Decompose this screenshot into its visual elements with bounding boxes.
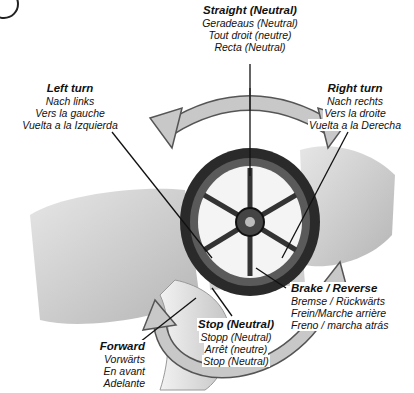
label-text: Geradeaus (Neutral) bbox=[201, 17, 299, 29]
label-text: Tout droit (neutre) bbox=[207, 29, 292, 41]
label-text: Stop (Neutral) bbox=[197, 318, 275, 331]
label-text: Nach links bbox=[45, 95, 95, 107]
label-text: Freno / marcha atrás bbox=[290, 319, 389, 331]
label-text: Vers la droite bbox=[323, 107, 386, 119]
label-text: Left turn bbox=[46, 82, 95, 95]
label-text: Adelante bbox=[103, 377, 146, 389]
label-text: Nach rechts bbox=[326, 95, 384, 107]
label-text: Vorwärts bbox=[103, 353, 146, 365]
label-text: Brake / Reverse bbox=[290, 282, 378, 295]
label-text: Vuelta a la Izquierda bbox=[21, 119, 119, 131]
label-text: Straight (Neutral) bbox=[202, 4, 298, 17]
label-text: Vuelta a la Derecha bbox=[308, 119, 402, 131]
label-text: Recta (Neutral) bbox=[213, 41, 286, 53]
label-text: Arrêt (neutre) bbox=[204, 343, 268, 355]
callout-circle bbox=[0, 0, 18, 18]
label-text: Frein/Marche arrière bbox=[290, 307, 387, 319]
label-text: Vers la gauche bbox=[34, 107, 106, 119]
label-text: Right turn bbox=[327, 82, 384, 95]
label-text: Forward bbox=[99, 340, 146, 353]
label-text: Stopp (Neutral) bbox=[199, 331, 272, 343]
label-text: Bremse / Rückwärts bbox=[290, 295, 386, 307]
label-text: En avant bbox=[103, 365, 146, 377]
label-text: Stop (Neutral) bbox=[202, 355, 269, 367]
